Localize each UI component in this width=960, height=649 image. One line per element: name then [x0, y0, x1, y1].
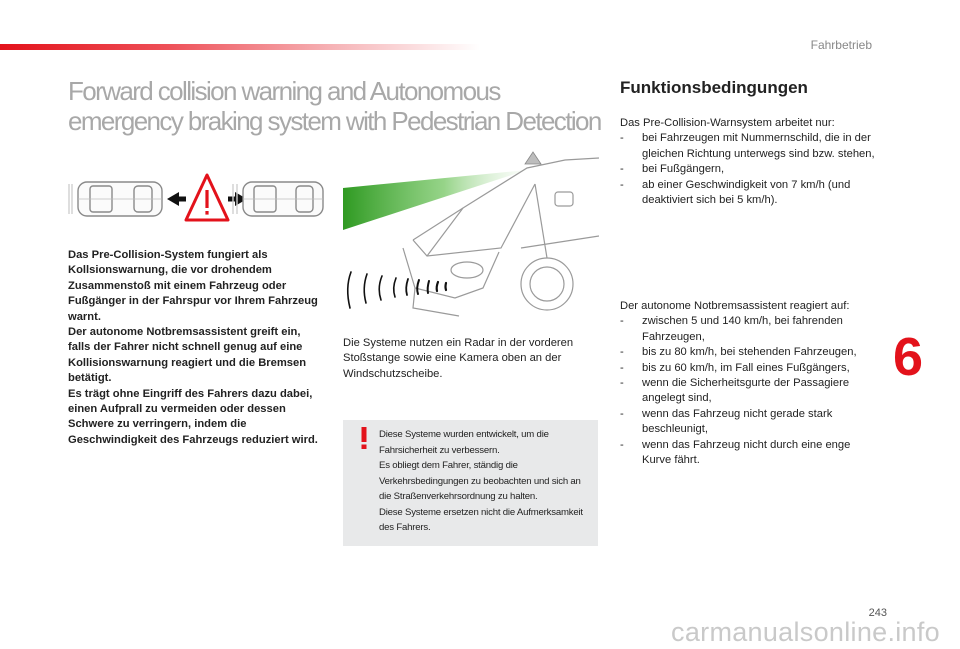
conditions-heading: Funktionsbedingungen: [620, 78, 808, 97]
intro-text: Das Pre-Collision-System fungiert als Ko…: [68, 248, 324, 448]
note-paragraph: Diese Systeme ersetzen nicht die Aufmerk…: [379, 506, 583, 534]
intro-paragraph: Der autonome Notbremsassistent greift ei…: [68, 326, 307, 385]
radar-camera-illustration: [343, 151, 599, 317]
exclamation-icon: [361, 427, 367, 449]
radar-description: Die Systeme nutzen ein Radar in der vord…: [343, 337, 574, 380]
watermark: carmanualsonline.info: [671, 617, 940, 647]
page-title-line-1: Forward collision warning and Autonomous: [68, 76, 501, 106]
warning-conditions-intro: Das Pre-Collision-Warnsystem arbeitet nu…: [620, 117, 835, 129]
braking-conditions-list: zwischen 5 und 140 km/h, bei fahrenden F…: [620, 314, 882, 468]
list-item: bei Fahrzeugen mit Nummernschild, die in…: [620, 131, 882, 162]
warning-triangle-icon: [184, 173, 230, 222]
list-item: bei Fußgängern,: [620, 162, 882, 178]
list-item: bis zu 80 km/h, bei stehenden Fahrzeugen…: [620, 345, 882, 361]
braking-conditions: Der autonome Notbremsassistent reagiert …: [620, 299, 882, 468]
section-title: Fahrbetrieb: [810, 38, 872, 52]
rear-vehicle-icon: [68, 181, 163, 217]
camera-icon: [524, 151, 542, 165]
note-paragraph: Es obliegt dem Fahrer, ständig die Verke…: [379, 460, 581, 502]
list-item: wenn die Sicherheitsgurte der Passagiere…: [620, 376, 882, 407]
intro-paragraph: Das Pre-Collision-System fungiert als Ko…: [68, 249, 318, 323]
safety-note: Diese Systeme wurden entwickelt, um die …: [343, 420, 598, 546]
chapter-number: 6: [893, 327, 924, 387]
vehicle-distance-illustration: [68, 173, 324, 222]
braking-conditions-intro: Der autonome Notbremsassistent reagiert …: [620, 300, 850, 312]
list-item: bis zu 60 km/h, im Fall eines Fußgängers…: [620, 361, 882, 377]
note-paragraph: Diese Systeme wurden entwickelt, um die …: [379, 429, 549, 456]
intro-paragraph: Es trägt ohne Eingriff des Fahrers dazu …: [68, 387, 318, 446]
warning-conditions: Das Pre-Collision-Warnsystem arbeitet nu…: [620, 116, 882, 208]
page-title: Forward collision warning and Autonomous…: [68, 76, 608, 136]
camera-beam: [343, 170, 527, 230]
vehicle-front-icon: [402, 157, 599, 317]
page-number: 243: [868, 607, 887, 619]
list-item: zwischen 5 und 140 km/h, bei fahrenden F…: [620, 314, 882, 345]
warning-conditions-list: bei Fahrzeugen mit Nummernschild, die in…: [620, 131, 882, 208]
list-item: ab einer Geschwindigkeit von 7 km/h (und…: [620, 178, 882, 209]
radar-wave-icon: [346, 271, 448, 309]
page-title-line-2: emergency braking system with Pedestrian…: [68, 106, 602, 136]
header-accent-bar: [0, 44, 480, 50]
list-item: wenn das Fahrzeug nicht durch eine enge …: [620, 438, 882, 469]
front-vehicle-icon: [232, 181, 324, 217]
list-item: wenn das Fahrzeug nicht gerade stark bes…: [620, 407, 882, 438]
